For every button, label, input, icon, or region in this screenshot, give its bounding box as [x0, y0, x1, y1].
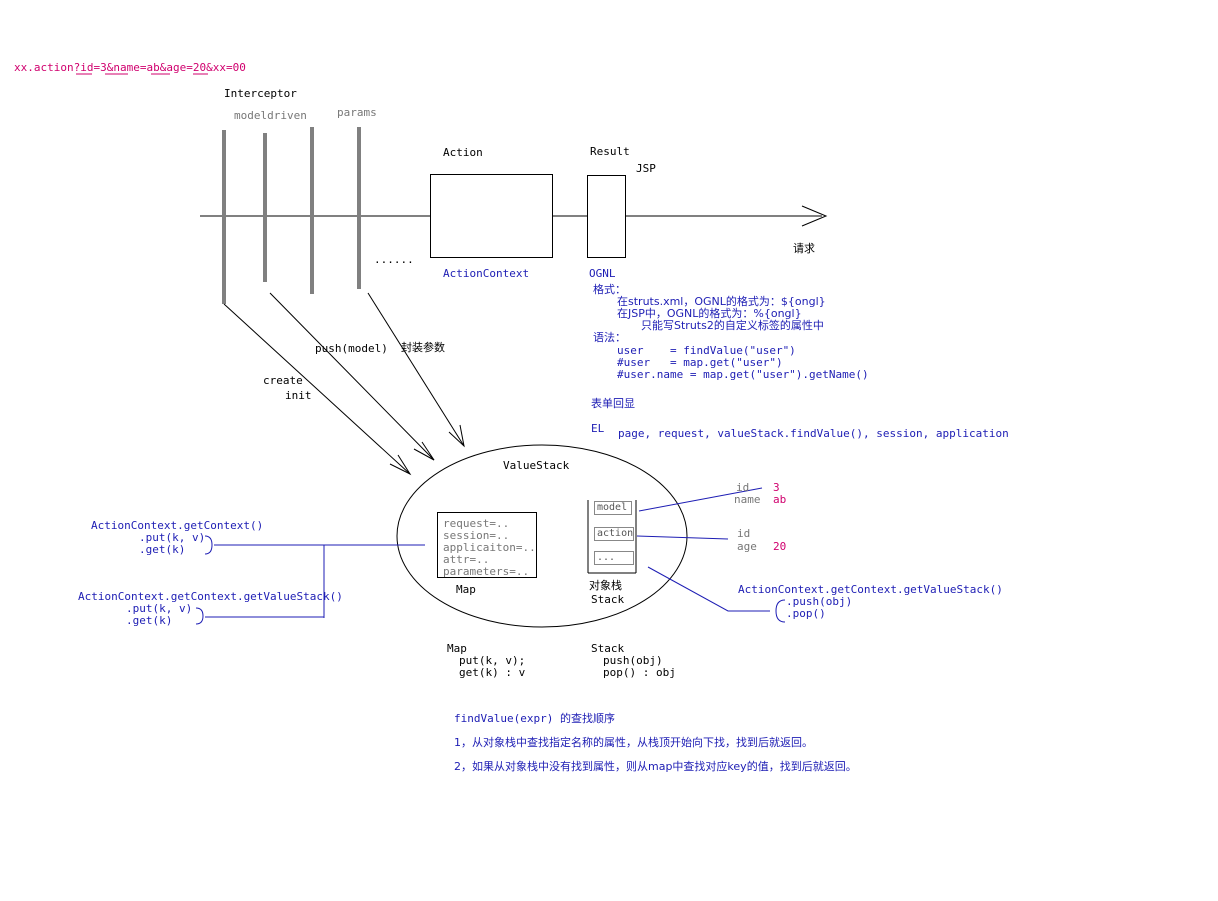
- push-arrow: [269, 292, 435, 461]
- format-line-2: 在JSP中，OGNL的格式为：%{ongl}: [617, 307, 802, 320]
- model-prop-id-key: id: [736, 481, 750, 494]
- encapsulate-label: 封装参数: [401, 341, 445, 354]
- map-item: attr=..: [443, 553, 490, 566]
- right-api-pop: .pop(): [786, 607, 826, 620]
- create-label: create: [263, 374, 303, 387]
- url-prefix: xx.action?: [14, 61, 81, 74]
- action-title: Action: [443, 146, 483, 159]
- url-param-age: age: [166, 61, 187, 74]
- modeldriven-label: modeldriven: [234, 109, 307, 122]
- el-scopes: page, request, valueStack.findValue(), s…: [618, 427, 1009, 440]
- request-url: xx.action?id=3&name=ab&age=20&xx=00: [14, 62, 246, 74]
- el-label: EL: [591, 422, 605, 435]
- map-item: parameters=..: [443, 565, 530, 578]
- url-value: =3&: [93, 61, 114, 74]
- push-model-label: push(model): [315, 342, 388, 355]
- left-api1-call: ActionContext.getContext(): [91, 519, 264, 532]
- stack-label: Stack: [591, 593, 625, 606]
- valuestack-ellipse: [396, 444, 688, 628]
- map-item: applicaiton=..: [443, 541, 536, 554]
- findvalue-title: findValue(expr) 的查找顺序: [454, 712, 615, 725]
- syntax-line-2: #user = map.get("user"): [617, 356, 783, 369]
- model-prop-id-value: 3: [773, 481, 780, 494]
- url-param-name: name: [113, 61, 140, 74]
- action-box: [430, 174, 553, 258]
- init-label: init: [285, 389, 312, 402]
- stack-cell-empty: ...: [594, 551, 634, 565]
- left-api2-put: .put(k, v): [126, 602, 193, 615]
- map-api-get: get(k) : v: [459, 666, 526, 679]
- stack-label-cn: 对象栈: [589, 579, 622, 592]
- format-line-3: 只能写Struts2的自定义标签的属性中: [641, 319, 824, 332]
- syntax-title: 语法：: [593, 331, 626, 344]
- map-item: request=..: [443, 517, 510, 530]
- right-connector: [647, 566, 770, 612]
- action-context-label: ActionContext: [443, 267, 530, 280]
- findvalue-step-1: 1，从对象栈中查找指定名称的属性，从栈顶开始向下找，找到后就返回。: [454, 736, 813, 749]
- action-connector: [636, 535, 729, 540]
- form-echo-label: 表单回显: [591, 397, 635, 410]
- stack-api-title: Stack: [591, 642, 625, 655]
- right-api-push: .push(obj): [786, 595, 853, 608]
- ognl-label: OGNL: [589, 267, 616, 280]
- map-label: Map: [456, 583, 476, 596]
- map-box: request=.. session=.. applicaiton=.. att…: [437, 512, 537, 578]
- stack-cell-model: model: [594, 501, 632, 515]
- url-param-id: id: [80, 61, 94, 74]
- stack-api-push: push(obj): [603, 654, 663, 667]
- map-api-put: put(k, v);: [459, 654, 526, 667]
- left-api2-call: ActionContext.getContext.getValueStack(): [78, 590, 343, 603]
- action-prop-age-key: age: [737, 540, 757, 553]
- jsp-label: JSP: [636, 162, 656, 175]
- url-value: =ab&: [139, 61, 167, 74]
- left-api2-get: .get(k): [126, 614, 173, 627]
- request-label: 请求: [793, 242, 815, 255]
- url-value: =00: [225, 61, 246, 74]
- syntax-line-1: user = findValue("user"): [617, 344, 796, 357]
- left-api1-get: .get(k): [139, 543, 186, 556]
- result-box: [587, 175, 626, 258]
- valuestack-title: ValueStack: [503, 459, 570, 472]
- format-title: 格式：: [593, 283, 626, 296]
- stack-api-pop: pop() : obj: [603, 666, 676, 679]
- result-title: Result: [590, 145, 630, 158]
- map-item: session=..: [443, 529, 510, 542]
- model-prop-name-key: name: [734, 493, 761, 506]
- map-api-title: Map: [447, 642, 467, 655]
- left-api1-put: .put(k, v): [139, 531, 206, 544]
- encapsulate-arrow: [367, 292, 465, 447]
- stack-cell-action: action: [594, 527, 634, 541]
- interceptor-dots: ......: [374, 253, 414, 266]
- interceptor-title: Interceptor: [224, 87, 297, 100]
- action-prop-id-key: id: [737, 527, 751, 540]
- model-prop-name-value: ab: [773, 493, 787, 506]
- action-prop-age-value: 20: [773, 540, 787, 553]
- params-label: params: [337, 106, 377, 119]
- syntax-line-3: #user.name = map.get("user").getName(): [617, 368, 869, 381]
- findvalue-step-2: 2，如果从对象栈中没有找到属性，则从map中查找对应key的值，找到后就返回。: [454, 760, 857, 773]
- format-line-1: 在struts.xml，OGNL的格式为：${ongl}: [617, 295, 826, 308]
- create-arrow: [223, 303, 411, 475]
- url-param-xx: xx: [212, 61, 226, 74]
- model-connector: [638, 487, 763, 512]
- right-api-call: ActionContext.getContext.getValueStack(): [738, 583, 1003, 596]
- url-value: =20&: [186, 61, 213, 74]
- request-arrowhead: [801, 205, 828, 227]
